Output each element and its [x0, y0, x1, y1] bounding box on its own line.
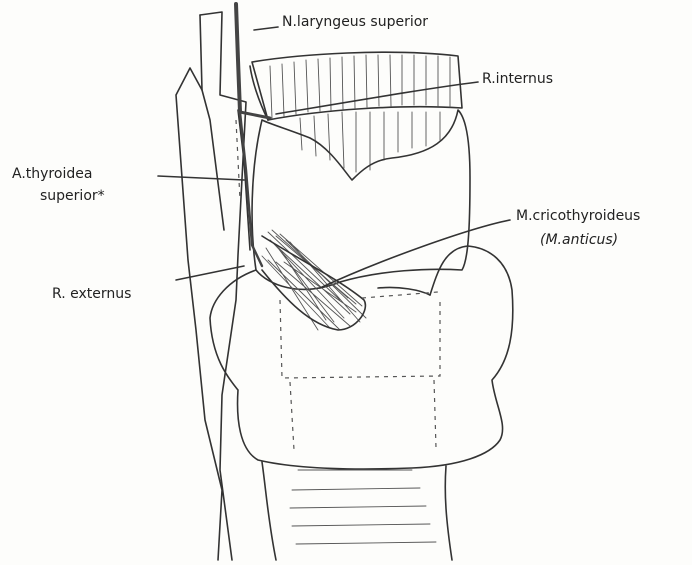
carotid-artery: [176, 12, 246, 560]
label-r-internus: R.internus: [482, 71, 553, 88]
thyrohyoid-membrane: [300, 112, 440, 172]
label-a-thyroidea: A.thyroidea: [12, 166, 92, 183]
label-superior: superior*: [40, 188, 105, 205]
cricothyroid-muscle: [262, 230, 366, 330]
cricoid-cartilage: [210, 246, 513, 469]
trachea: [262, 462, 452, 560]
label-n-laryngeus-superior: N.laryngeus superior: [282, 14, 428, 31]
label-m-cricothyroideus: M.cricothyroideus: [516, 208, 640, 225]
label-r-externus: R. externus: [52, 286, 131, 303]
hyoid-band: [250, 52, 462, 120]
label-m-anticus: (M.anticus): [540, 232, 618, 249]
